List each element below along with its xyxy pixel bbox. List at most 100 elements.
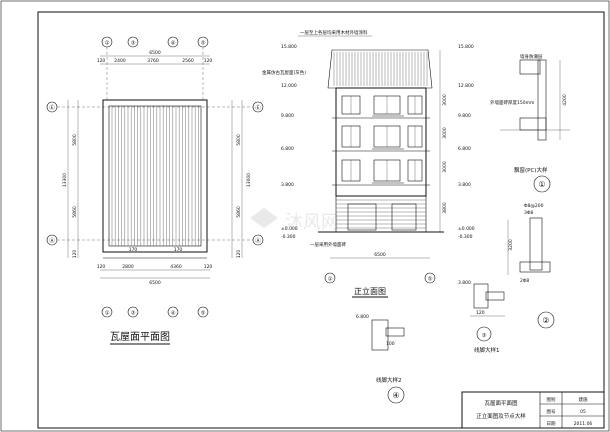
axis-label: ⑤	[201, 41, 206, 47]
dim-text: 5800	[72, 134, 78, 146]
detail-3: 3.800 120 ③ 线脚大样1	[458, 280, 505, 354]
detail-marker: ①	[538, 180, 545, 189]
elevation-note-left: 金属仿古瓦屋面(灰色)	[262, 69, 306, 76]
level-text: 9.800	[281, 113, 294, 119]
dim-text: 3000	[442, 161, 448, 173]
dim-text: 120	[72, 250, 78, 259]
axis-label: Ⓔ	[49, 104, 55, 112]
title-block-label: 图号	[547, 409, 556, 415]
elevation-levels-right: 15.800 12.800 9.800 6.800 3.800 ±0.000 -…	[458, 44, 475, 240]
detail-text: 3Φ8	[524, 210, 533, 216]
axis-label: ①	[105, 311, 110, 317]
roof-plan: ① ③ ④ ⑤ 6500 120 2400 3760 2560 120 170 …	[46, 36, 264, 345]
title-block-label: 图别	[547, 396, 556, 403]
roof-tiles	[333, 52, 428, 86]
detail-text: 6.800	[356, 314, 369, 320]
dim-text: 120	[204, 58, 213, 64]
detail-marker: ③	[482, 333, 487, 339]
dim-text: 3000	[442, 127, 448, 139]
dim-text: 3000	[442, 94, 448, 106]
axis-label: ①	[105, 41, 110, 47]
level-text: 3.800	[281, 182, 294, 188]
title-block-value: 2011.06	[574, 421, 593, 427]
pc-note-top: 墙身防潮层	[520, 53, 543, 60]
axis-label: ①	[328, 277, 333, 283]
elevation-note-bottom: 一层采用外墙面砖	[310, 241, 346, 248]
sheet-inner-border	[37, 11, 605, 429]
level-text: -0.300	[281, 234, 296, 240]
svg-text:170: 170	[174, 247, 183, 253]
axis-label: ④	[171, 41, 176, 47]
level-text: 15.800	[458, 44, 474, 50]
elevation-note-top: 一层至上各层均采用木材外墙涂料	[300, 29, 368, 36]
dim-text: 5800	[236, 134, 242, 146]
detail-text: 120	[476, 310, 485, 316]
axis-label: ④	[171, 311, 176, 317]
detail-2: Φ8@200 3Φ8 3200 2Φ8 ②	[507, 203, 555, 329]
level-text: ±0.000	[281, 226, 298, 232]
dim-text: 5860	[72, 206, 78, 218]
dim-text: 5860	[236, 206, 242, 218]
level-text: -0.300	[458, 234, 473, 240]
dim-text: 6500	[149, 50, 161, 56]
dim-text: 6500	[149, 280, 161, 286]
roof-tile-lines	[111, 106, 199, 246]
pc-note-mid: 外墙面砖厚度150mm	[490, 99, 534, 106]
dim-text: 2400	[114, 58, 126, 64]
detail-4: 6.800 100 线脚大样2 ④	[356, 314, 405, 404]
dim-text: 6500	[374, 252, 386, 258]
level-text: 6.800	[281, 146, 294, 152]
detail-marker: ②	[542, 316, 549, 325]
level-text: 6.800	[458, 146, 471, 152]
facade-windows	[341, 95, 423, 184]
level-text: 15.800	[281, 44, 297, 50]
axis-label: Ⓐ	[255, 237, 261, 245]
detail-marker: ④	[392, 391, 399, 400]
axis-label: ③	[131, 311, 136, 317]
svg-text:3200: 3200	[508, 239, 514, 251]
detail-text: 2Φ8	[520, 278, 529, 284]
level-text: 12.000	[281, 83, 297, 89]
detail-pc: 墙身防潮层 外墙面砖厚度150mm 4200 飘窗(PC)大样 ①	[490, 53, 570, 193]
dim-text: 120	[236, 250, 242, 259]
title-line1: 瓦屋面平面图	[484, 399, 518, 407]
dim-text: 13000	[246, 173, 252, 187]
detail-text: 100	[386, 341, 395, 347]
elevation-levels-left: 15.800 12.000 9.800 6.800 3.800 ±0.000 -…	[281, 44, 298, 240]
axis-label: ③	[131, 41, 136, 47]
dim-text: 3760	[147, 58, 159, 64]
dim-text: 120	[97, 58, 106, 64]
level-text: 12.800	[458, 83, 474, 89]
roof-plan-title: 瓦屋面平面图	[110, 331, 170, 343]
dim-text: 4360	[170, 264, 182, 270]
svg-text:4200: 4200	[562, 94, 568, 106]
dim-text: 2560	[182, 58, 194, 64]
axis-label: Ⓐ	[49, 237, 55, 245]
title-block: 瓦屋面平面图 正立面图及节点大样 图别 图号 日期 建施 05 2011.06	[461, 391, 605, 429]
axis-label: ⑤	[201, 311, 206, 317]
front-elevation: 一层至上各层均采用木材外墙涂料 金属仿古瓦屋面(灰色) 一层采用外墙面砖 15.…	[262, 29, 475, 298]
axis-label: ⑤	[428, 277, 433, 283]
dim-text: 3800	[442, 202, 448, 214]
watermark-text: 沐风网	[285, 212, 339, 233]
detail-text: 3.800	[458, 280, 471, 286]
title-block-value: 建施	[579, 396, 588, 403]
title-line2: 正立面图及节点大样	[476, 412, 526, 420]
dim-text: 120	[97, 264, 106, 270]
dim-text: 120	[204, 264, 213, 270]
level-text: 9.800	[458, 113, 471, 119]
pc-detail-title: 飘窗(PC)大样	[514, 166, 548, 174]
level-text: ±0.000	[458, 226, 475, 232]
level-text: 3.800	[458, 182, 471, 188]
dim-text: 13300	[62, 173, 68, 187]
roof-outline	[102, 99, 208, 253]
axis-label: Ⓔ	[255, 104, 261, 112]
watermark: 沐风网	[250, 208, 339, 233]
front-elevation-title: 正立面图	[354, 286, 386, 296]
plan-top-axes: ① ③ ④ ⑤	[101, 36, 209, 48]
detail3-title: 线脚大样1	[474, 346, 500, 354]
detail4-title: 线脚大样2	[376, 376, 402, 384]
title-block-value: 05	[580, 409, 586, 415]
